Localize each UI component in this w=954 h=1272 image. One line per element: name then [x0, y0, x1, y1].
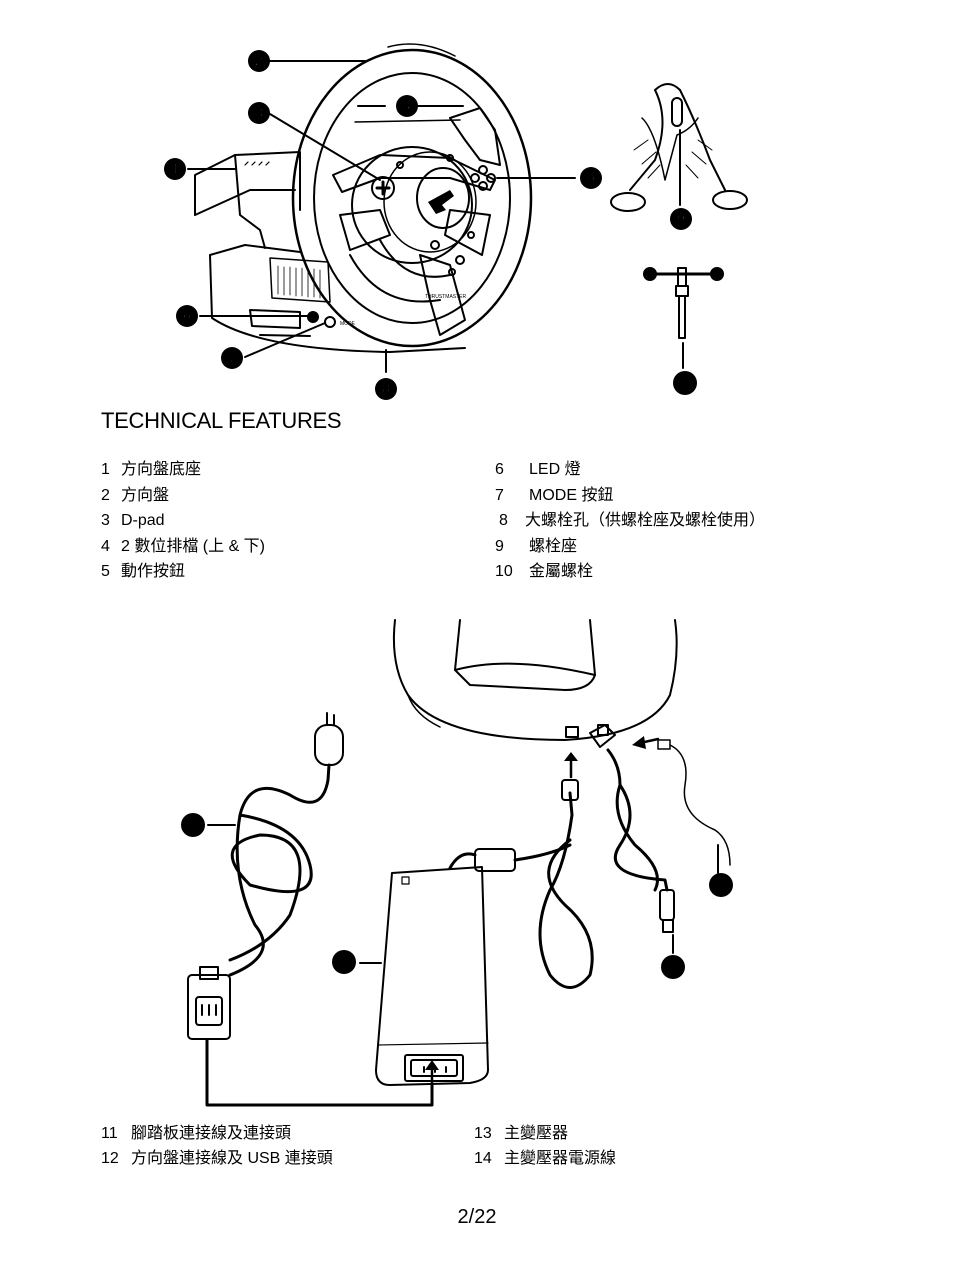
brand-imprint: THRUSTMASTER — [425, 294, 467, 300]
power-cord-illustration — [187, 712, 434, 1107]
callout-13: 13 — [332, 950, 356, 974]
svg-text:4: 4 — [403, 98, 412, 115]
callout-14: 14 — [181, 813, 205, 837]
wheel-cable-illustration — [606, 748, 675, 933]
svg-text:2: 2 — [255, 53, 263, 70]
svg-text:13: 13 — [337, 955, 351, 970]
svg-text:11: 11 — [714, 878, 728, 893]
connection-diagram: 14 13 11 12 — [181, 619, 733, 1107]
wheel-base-rear-illustration — [392, 619, 678, 748]
svg-text:7: 7 — [228, 350, 236, 367]
svg-text:9: 9 — [677, 211, 685, 228]
page-number: 2/22 — [457, 1206, 497, 1228]
steering-wheel-diagram: MODE THRUSTMASTER — [164, 43, 748, 400]
svg-text:6: 6 — [183, 308, 191, 325]
callout-7: 7 — [221, 347, 243, 369]
callout-4: 4 — [396, 95, 418, 117]
svg-text:14: 14 — [186, 818, 201, 833]
svg-text:10: 10 — [678, 376, 692, 391]
svg-text:3: 3 — [255, 105, 263, 122]
bolt-holder-illustration — [610, 83, 748, 212]
callout-1: 1 — [164, 158, 186, 180]
svg-text:12: 12 — [666, 960, 680, 975]
section-title: TECHNICAL FEATURES — [101, 408, 342, 433]
callout-12: 12 — [661, 955, 685, 979]
callout-3: 3 — [248, 102, 270, 124]
callout-10: 10 — [673, 371, 697, 395]
metal-bolt-illustration — [643, 267, 724, 339]
power-supply-illustration — [375, 843, 572, 1086]
callout-2: 2 — [248, 50, 270, 72]
pedal-cable-illustration — [657, 739, 731, 866]
callout-leaders — [187, 60, 684, 373]
callout-5: 5 — [580, 167, 602, 189]
svg-text:5: 5 — [587, 170, 595, 187]
wheel-rim-illustration — [291, 43, 533, 348]
callout-11: 11 — [709, 873, 733, 897]
callout-6: 6 — [176, 305, 198, 327]
callout-9: 9 — [670, 208, 692, 230]
wheel-hub-illustration: THRUSTMASTER — [332, 107, 501, 336]
callout-8: 8 — [375, 378, 397, 400]
callout-leaders — [207, 824, 719, 964]
svg-text:1: 1 — [171, 161, 179, 178]
svg-text:8: 8 — [382, 381, 390, 398]
adapter-cable-illustration — [538, 779, 594, 989]
